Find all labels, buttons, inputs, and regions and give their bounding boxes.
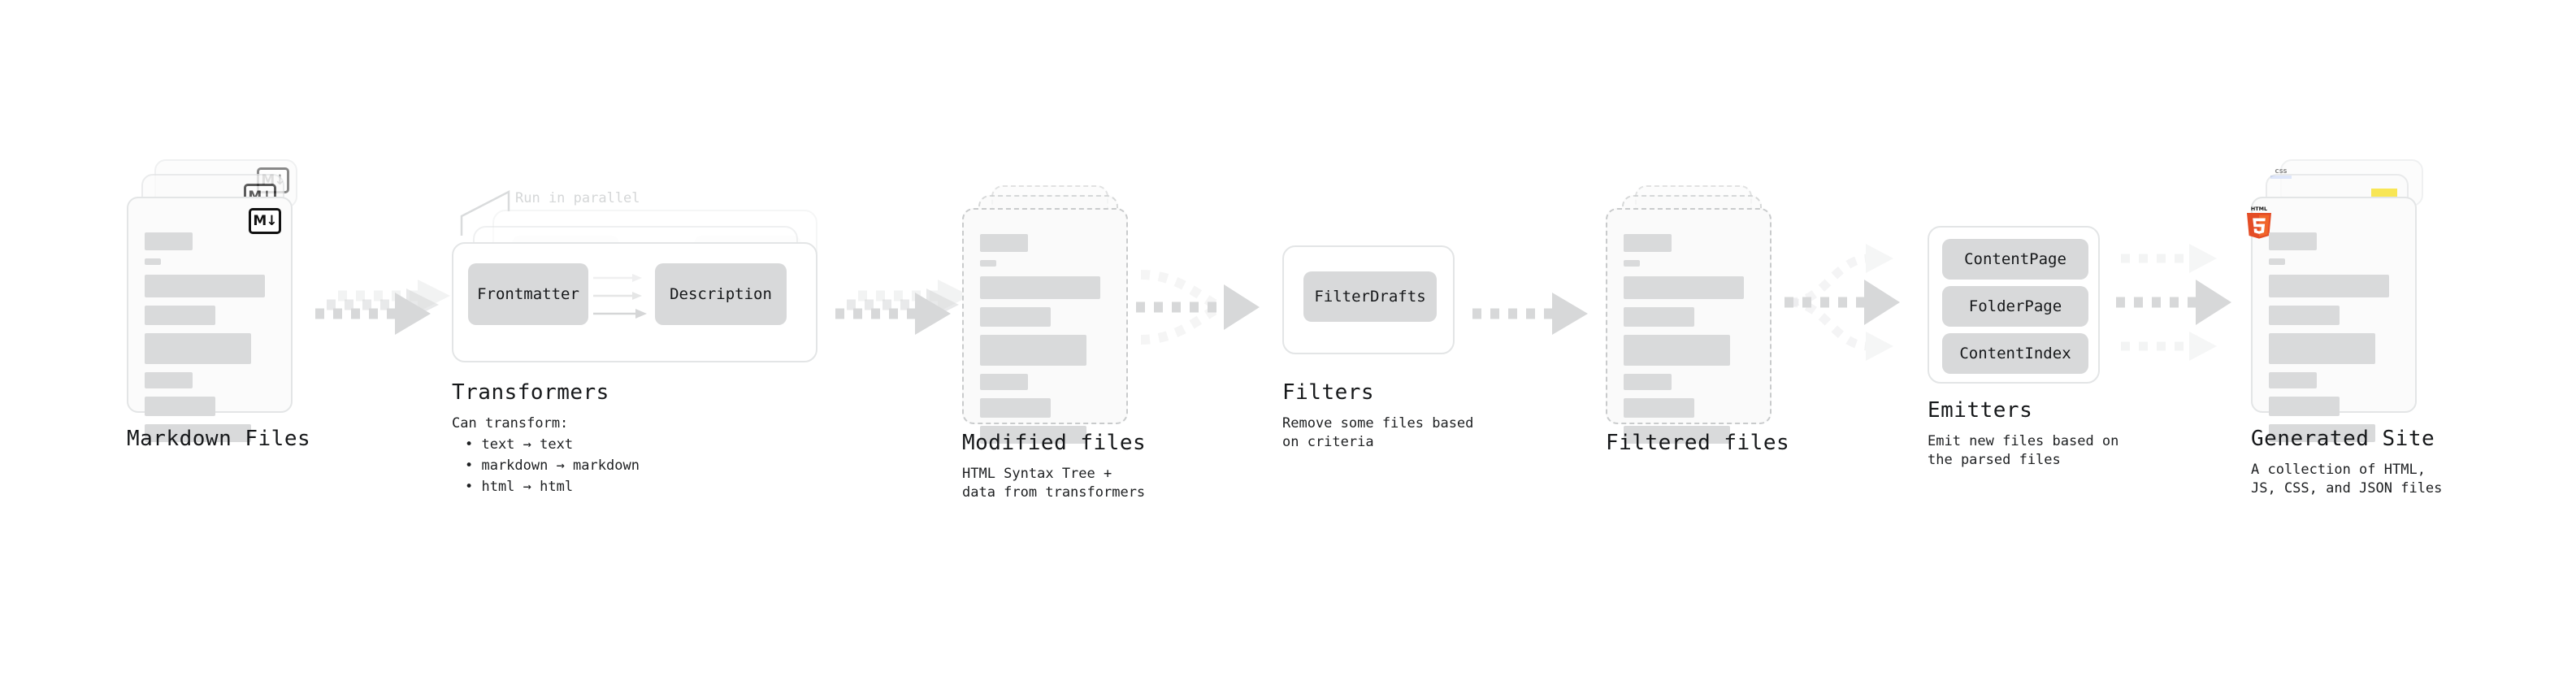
placeholder-line xyxy=(1624,307,1694,327)
placeholder-line xyxy=(2269,306,2340,325)
arrow-markdown-to-transformers xyxy=(315,280,450,335)
stage-markdown-files: M↓ M↓ M↓ xyxy=(127,159,297,442)
modified-card-stack xyxy=(962,185,1141,444)
placeholder-line xyxy=(980,374,1028,390)
emitter-pill-contentindex[interactable]: ContentIndex xyxy=(1942,333,2088,374)
placeholder-line xyxy=(2269,372,2317,388)
placeholder-line xyxy=(145,258,161,265)
transformer-pill-frontmatter[interactable]: Frontmatter xyxy=(468,263,588,325)
stage-subtitle-filters: Remove some files based on criteria xyxy=(1282,415,1474,450)
css-icon-label: CSS xyxy=(2275,168,2288,175)
site-card-stack: CSS HTML xyxy=(2247,159,2430,442)
placeholder-line xyxy=(145,275,265,297)
placeholder-line xyxy=(145,397,215,416)
placeholder-line xyxy=(1624,234,1672,252)
placeholder-line xyxy=(145,232,193,250)
transformer-bullet-0: • text → text xyxy=(465,436,574,453)
transformer-bullet-1: • markdown → markdown xyxy=(465,458,640,474)
filters-box: FilterDrafts xyxy=(1282,245,1455,354)
placeholder-line xyxy=(1624,426,1730,444)
placeholder-line xyxy=(1624,374,1672,390)
stage-title-filtered-files: Filtered files xyxy=(1606,431,1790,455)
placeholder-lines xyxy=(2269,232,2402,450)
emitter-pill-contentpage[interactable]: ContentPage xyxy=(1942,239,2088,280)
arrow-filtered-to-emitters xyxy=(1785,244,1900,361)
filtered-card-front xyxy=(1606,208,1772,444)
stage-title-transformers: Transformers xyxy=(452,380,609,405)
svg-text:HTML: HTML xyxy=(2251,206,2267,212)
run-in-parallel-label: Run in parallel xyxy=(515,190,640,206)
stage-subtitle-transformers: Can transform: xyxy=(452,415,569,432)
stage-title-markdown-files: Markdown Files xyxy=(127,427,311,451)
placeholder-line xyxy=(2269,333,2375,364)
site-card-front-html: HTML xyxy=(2247,197,2417,442)
markdown-card-stack: M↓ M↓ M↓ xyxy=(127,159,297,442)
placeholder-lines xyxy=(980,234,1113,452)
placeholder-line xyxy=(145,372,193,388)
filter-pill-filterdrafts[interactable]: FilterDrafts xyxy=(1303,271,1437,322)
stage-filtered-files xyxy=(1606,185,1785,444)
transformer-pill-description[interactable]: Description xyxy=(655,263,787,325)
stage-subtitle-modified-files: HTML Syntax Tree + data from transformer… xyxy=(962,466,1146,501)
arrow-transformers-to-modified xyxy=(835,280,970,335)
stage-title-filters: Filters xyxy=(1282,380,1375,405)
placeholder-line xyxy=(980,335,1086,366)
arrow-emitters-to-site xyxy=(2116,244,2231,361)
transformer-inner-arrows xyxy=(593,274,647,319)
placeholder-line xyxy=(1624,398,1694,418)
emitter-pill-folderpage[interactable]: FolderPage xyxy=(1942,286,2088,327)
placeholder-line xyxy=(2269,397,2340,416)
markdown-card-front: M↓ xyxy=(127,197,293,442)
placeholder-line xyxy=(145,424,251,442)
placeholder-line xyxy=(145,333,251,364)
transformer-box-front: Frontmatter Description xyxy=(452,242,817,362)
transformer-bullet-2: • html → html xyxy=(465,479,574,495)
placeholder-line xyxy=(980,398,1051,418)
html5-icon: HTML xyxy=(2244,205,2274,239)
placeholder-line xyxy=(2269,424,2375,442)
stage-title-modified-files: Modified files xyxy=(962,431,1147,455)
placeholder-line xyxy=(1624,260,1640,267)
placeholder-line xyxy=(2269,258,2285,265)
placeholder-line xyxy=(980,234,1028,252)
placeholder-line xyxy=(980,260,996,267)
placeholder-lines xyxy=(1624,234,1757,452)
stage-title-generated-site: Generated Site xyxy=(2251,427,2435,451)
stage-modified-files xyxy=(962,185,1141,444)
placeholder-line xyxy=(980,307,1051,327)
arrow-modified-to-filters xyxy=(1136,270,1260,345)
modified-card-front xyxy=(962,208,1128,444)
placeholder-line xyxy=(1624,276,1744,299)
arrow-filters-to-filtered xyxy=(1472,293,1588,335)
stage-subtitle-emitters: Emit new files based on the parsed files xyxy=(1928,433,2119,468)
markdown-icon: M↓ xyxy=(249,208,281,234)
placeholder-line xyxy=(145,306,215,325)
stage-subtitle-generated-site: A collection of HTML, JS, CSS, and JSON … xyxy=(2251,462,2443,497)
placeholder-line xyxy=(2269,232,2317,250)
placeholder-line xyxy=(2269,275,2389,297)
stage-generated-site: CSS HTML xyxy=(2247,159,2430,442)
placeholder-line xyxy=(980,276,1100,299)
placeholder-line xyxy=(980,426,1086,444)
placeholder-line xyxy=(1624,335,1730,366)
placeholder-lines xyxy=(145,232,278,450)
run-in-parallel-bracket xyxy=(460,189,510,236)
emitters-box: ContentPage FolderPage ContentIndex xyxy=(1928,226,2100,384)
filtered-card-stack xyxy=(1606,185,1785,444)
stage-title-emitters: Emitters xyxy=(1928,398,2033,423)
